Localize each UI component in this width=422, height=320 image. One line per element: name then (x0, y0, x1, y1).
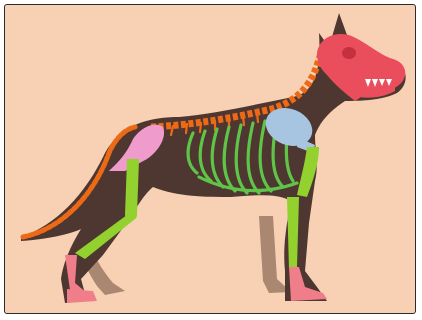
dog-skeleton-illustration (5, 5, 416, 314)
figure-frame (4, 4, 416, 314)
eye-orbit (342, 47, 356, 59)
